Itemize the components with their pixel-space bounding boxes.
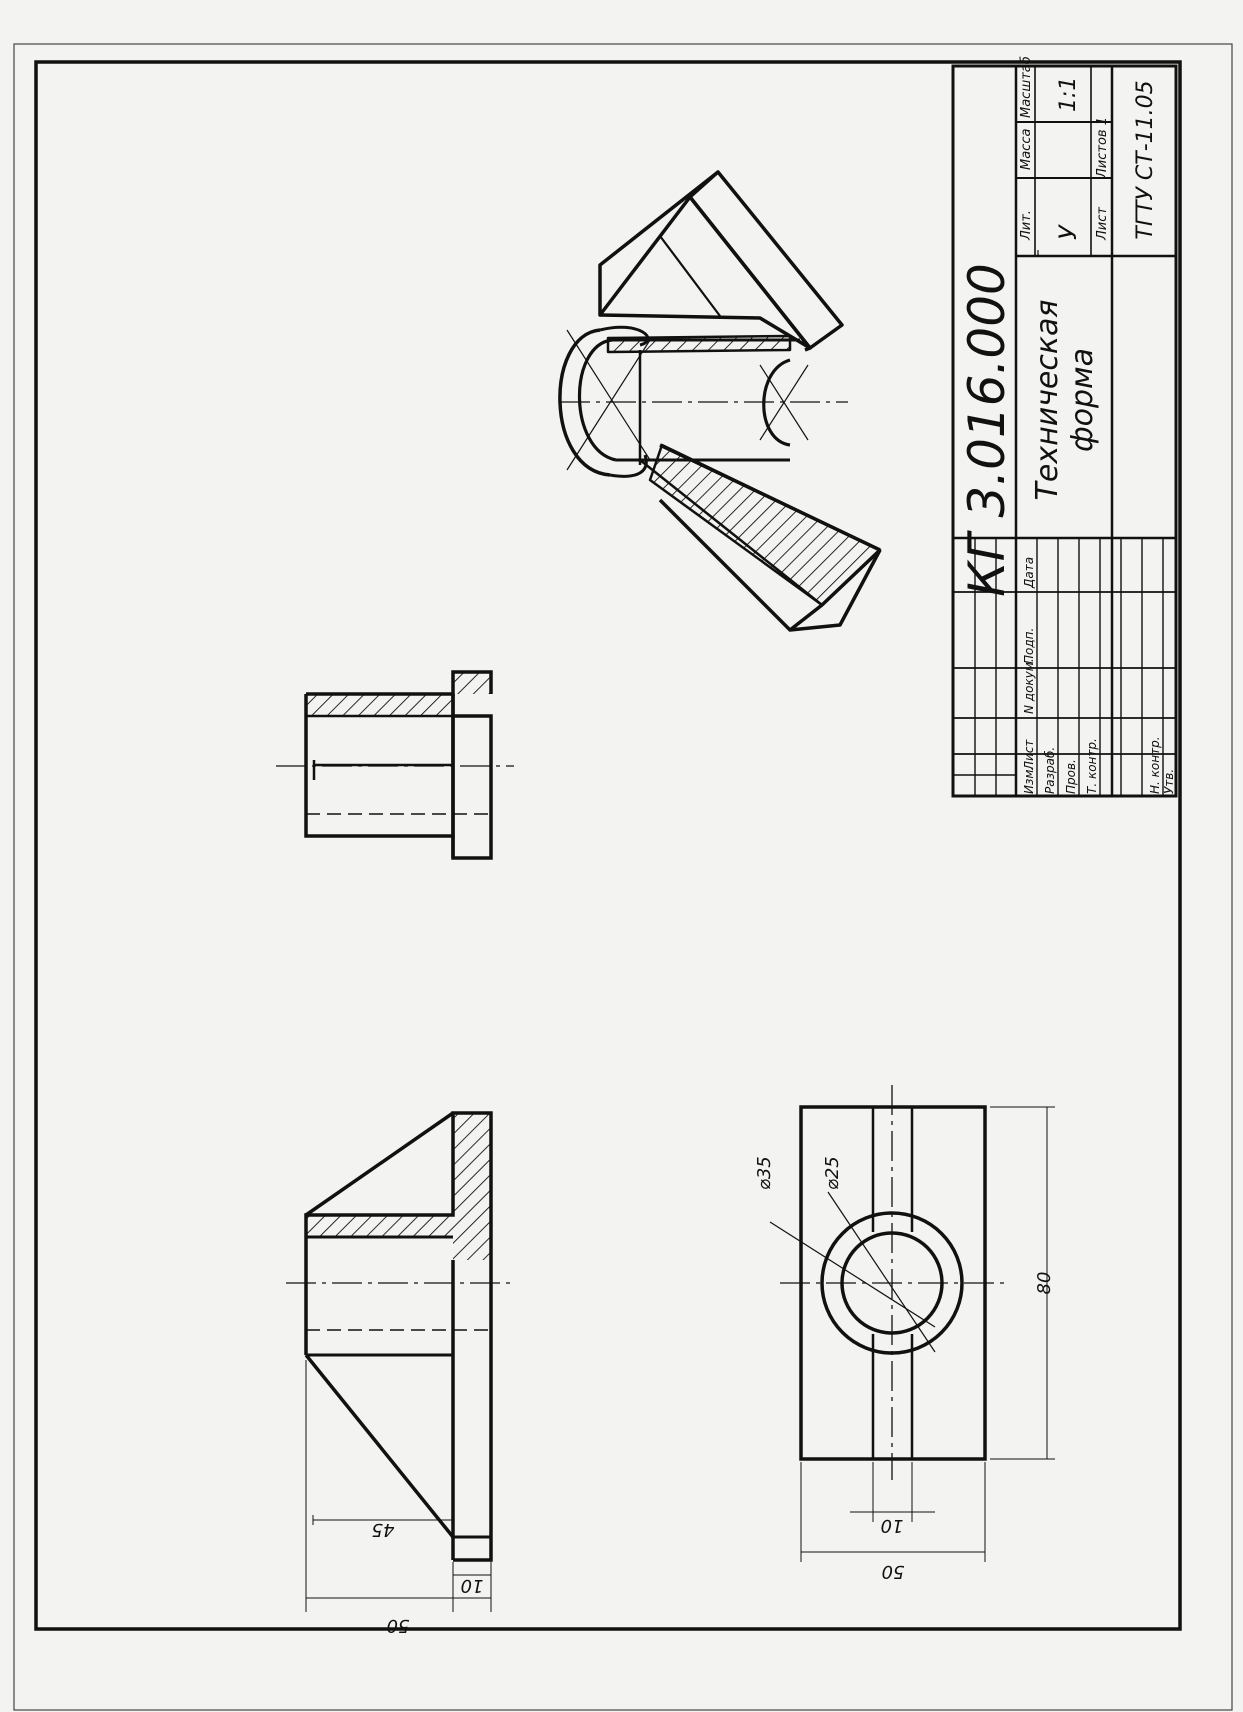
role-n-control: Н. контр. [1148, 736, 1162, 794]
dim-height-inner: 45 [372, 1519, 395, 1540]
col-date: Дата [1022, 557, 1036, 589]
dim-length: 80 [1034, 1272, 1055, 1295]
outer-trim-frame [13, 43, 1233, 1711]
dim-height-total: 50 [387, 1615, 410, 1636]
dim-rib: 10 [461, 1575, 484, 1596]
title-block [951, 64, 1178, 798]
dim-outer-diameter: ⌀35 [754, 1156, 775, 1190]
col-change: Изм. [1022, 766, 1036, 794]
role-checker: Пров. [1064, 759, 1078, 794]
title-block-text: КГ 3.016.000 Техническая форма ТГТУ СТ-1… [958, 56, 1176, 794]
header-mass: Масса [1019, 129, 1034, 170]
header-lit: Лит. [1019, 210, 1034, 241]
top-view [769, 1085, 1055, 1562]
col-sign: Подп. [1022, 628, 1036, 664]
dim-width: 50 [882, 1561, 905, 1582]
drawing-frame [34, 60, 1182, 1631]
col-list: Лист [1022, 739, 1036, 771]
isometric-view [558, 170, 882, 632]
part-name-line1: Техническая [1030, 300, 1065, 501]
dim-slot: 10 [881, 1515, 904, 1536]
lit-value: У [1054, 224, 1082, 240]
front-section-view [286, 1111, 510, 1612]
sheet-label: Лист [1095, 207, 1110, 241]
sheets-label: Листов 1 [1095, 117, 1110, 179]
designation-text: КГ 3.016.000 [958, 263, 1016, 597]
side-view [276, 670, 514, 860]
dim-inner-diameter: ⌀25 [822, 1156, 843, 1190]
part-name-line2: форма [1065, 348, 1100, 452]
header-scale: Масштаб [1019, 56, 1034, 118]
role-t-control: Т. контр. [1085, 738, 1099, 794]
role-approved: Утв. [1162, 769, 1176, 794]
role-developer: Разраб. [1043, 747, 1057, 794]
col-doc: N докум. [1022, 658, 1036, 714]
scale-value: 1:1 [1056, 77, 1081, 112]
organization-text: ТГТУ СТ-11.05 [1133, 80, 1158, 239]
